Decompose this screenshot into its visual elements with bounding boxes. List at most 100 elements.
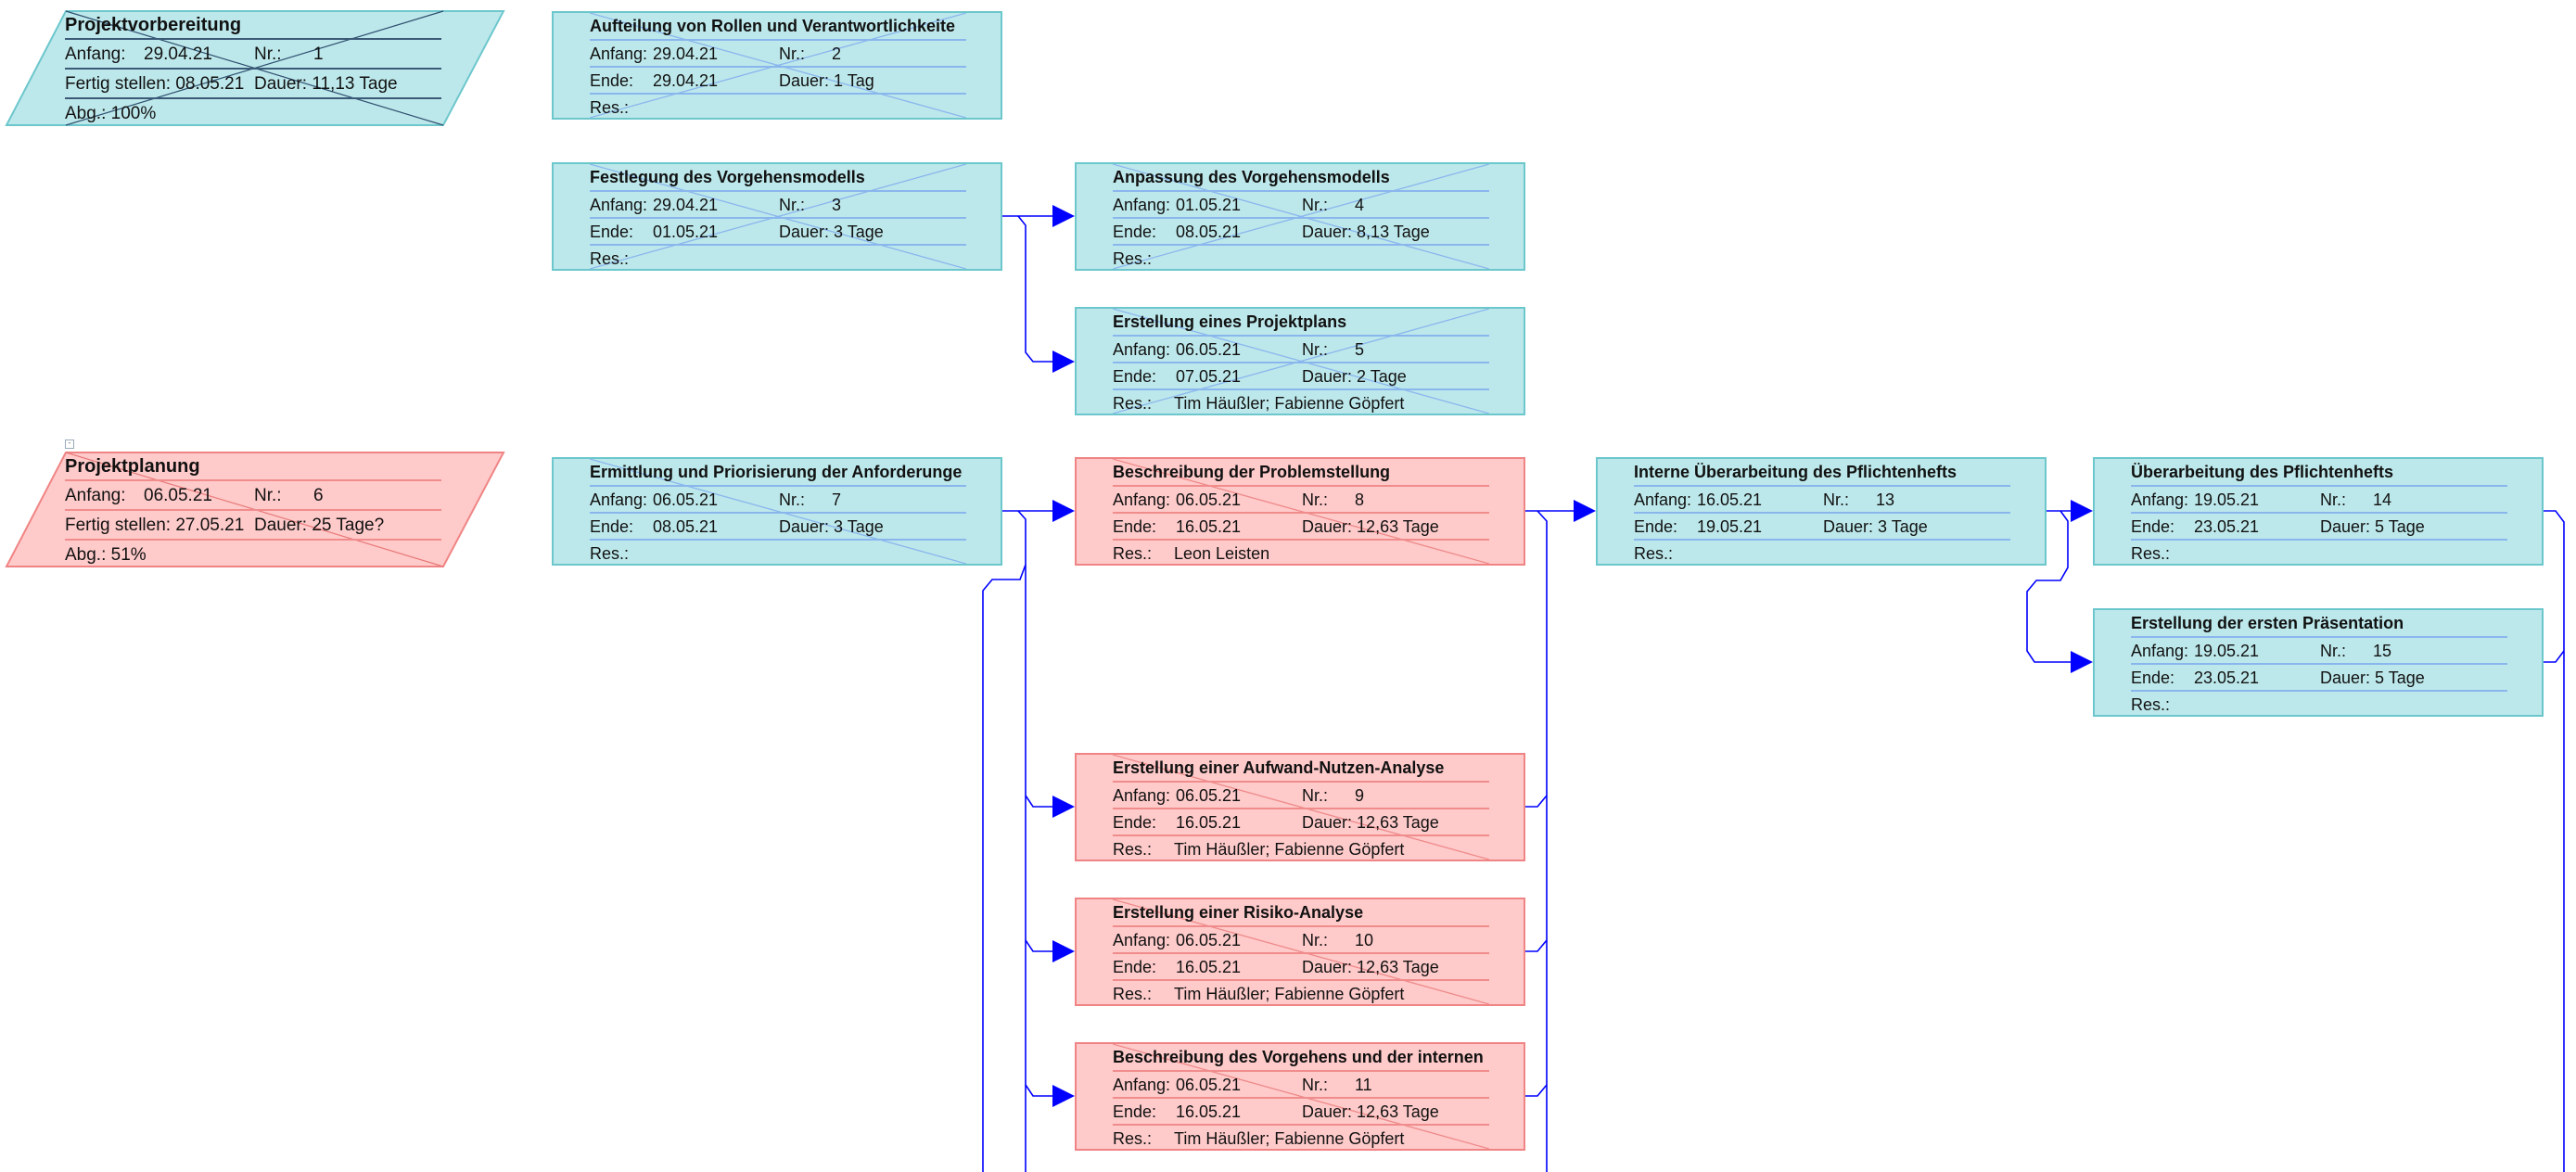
end-value: 16.05.21 (1176, 813, 1242, 832)
duration-field: Dauer: 11,13 Tage (254, 70, 398, 99)
finish-value: 08.05.21 (175, 74, 245, 94)
task-node[interactable]: Ermittlung und Priorisierung der Anforde… (552, 457, 1002, 566)
start-value: 06.05.21 (144, 486, 212, 505)
task-title: Erstellung der ersten Präsentation (2131, 610, 2507, 638)
resources-value: Tim Häußler; Fabienne Göpfert (1174, 840, 1405, 859)
end-label: Ende: (1113, 1102, 1157, 1121)
start-label: Anfang: (2131, 642, 2189, 660)
task-title: Überarbeitung des Pflichtenhefts (2131, 459, 2507, 487)
task-title: Interne Überarbeitung des Pflichtenhefts (1634, 459, 2010, 487)
duration-field: Dauer: 3 Tage (1823, 514, 1928, 541)
end-value: 08.05.21 (1176, 223, 1242, 241)
duration-label: Dauer: (2320, 669, 2371, 687)
duration-field: Dauer: 5 Tage (2320, 514, 2425, 541)
end-value: 16.05.21 (1176, 1102, 1242, 1121)
nr-value: 5 (1355, 340, 1365, 359)
end-label: Ende: (590, 517, 634, 536)
arrowhead-icon (1052, 796, 1075, 818)
task-node[interactable]: Aufteilung von Rollen und Verantwortlich… (552, 11, 1002, 120)
start-label: Anfang: (1113, 196, 1171, 214)
start-label: Anfang: (590, 45, 648, 63)
end-value: 19.05.21 (1697, 517, 1763, 536)
nr-value: 13 (1876, 490, 1895, 509)
arrowhead-icon (2071, 651, 2093, 673)
finish-row: Fertig stellen: 08.05.21 Dauer: 11,13 Tag… (65, 70, 441, 99)
arrowhead-icon (1052, 500, 1075, 522)
resources-row: Res.:Leon Leisten (1113, 541, 1489, 567)
end-value: 07.05.21 (1176, 367, 1242, 386)
duration-label: Dauer: (779, 223, 830, 241)
start-value: 19.05.21 (2194, 490, 2260, 509)
collapse-toggle-minus-icon[interactable]: - (65, 440, 74, 449)
end-label: Ende: (2131, 669, 2175, 687)
resources-row: Res.:Tim Häußler; Fabienne Göpfert (1113, 1126, 1489, 1153)
connector-line (1017, 215, 1057, 363)
nr-field: Nr.:2 (779, 41, 841, 68)
duration-label: Dauer: (1302, 223, 1353, 241)
connector-line (2542, 510, 2565, 1172)
summary-title: Projektvorbereitung (65, 10, 441, 40)
nr-value: 14 (2373, 490, 2392, 509)
duration-label: Dauer: (2320, 517, 2371, 536)
nr-field: Nr.:14 (2320, 487, 2391, 514)
end-value: 08.05.21 (653, 517, 719, 536)
nr-field: Nr.:4 (1302, 192, 1364, 219)
duration-value: 12,63 Tage (1357, 1102, 1439, 1121)
end-label: Ende: (590, 71, 634, 90)
complete-row: Abg.: 51% (65, 541, 441, 570)
task-node[interactable]: Interne Überarbeitung des Pflichtenhefts… (1596, 457, 2047, 566)
connector-line (1524, 795, 1548, 808)
end-value: 01.05.21 (653, 223, 719, 241)
duration-value: 2 Tage (1357, 367, 1407, 386)
nr-field: Nr.:10 (1302, 927, 1373, 954)
nr-label: Nr.: (254, 486, 282, 505)
start-label: Anfang: (590, 490, 648, 509)
nr-label: Nr.: (1302, 1076, 1329, 1094)
start-label: Anfang: (2131, 490, 2189, 509)
nr-label: Nr.: (779, 45, 806, 63)
connector-line (1524, 939, 1548, 952)
start-value: 06.05.21 (653, 490, 719, 509)
resources-row: Res.: (1634, 541, 2010, 567)
end-label: Ende: (1113, 517, 1157, 536)
arrowhead-icon (1052, 205, 1075, 227)
duration-field: Dauer: 5 Tage (2320, 665, 2425, 692)
task-node[interactable]: Beschreibung des Vorgehens und der inter… (1075, 1042, 1525, 1151)
nr-value: 11 (1355, 1076, 1372, 1094)
start-value: 06.05.21 (1176, 931, 1242, 949)
task-title: Erstellung einer Aufwand-Nutzen-Analyse (1113, 755, 1489, 783)
finish-label: Fertig stellen: (65, 74, 172, 94)
nr-field: Nr.: (254, 481, 282, 511)
start-label: Anfang: (1113, 340, 1171, 359)
nr-field: Nr.: 11 (1302, 1072, 1372, 1099)
duration-value: 5 Tage (2375, 517, 2425, 536)
resources-label: Res.: (590, 98, 630, 117)
